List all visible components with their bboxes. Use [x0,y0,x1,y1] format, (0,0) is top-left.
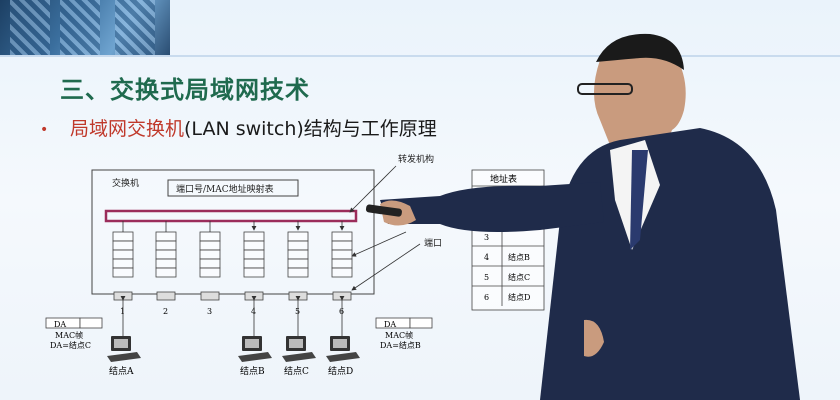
switch-box [91,169,375,295]
queue-4 [243,221,265,301]
address-port: 5 [484,273,489,282]
port-box [288,291,308,301]
node-computer-icon: 结点D [326,296,360,377]
port-queues [112,221,353,301]
port-box [332,291,352,301]
frame-left-da: DA [54,320,66,329]
queue-5 [287,221,309,301]
address-table-row: 5 结点C [472,265,544,286]
frame-right-mac: MAC帧 [385,330,413,340]
bullet-highlight: 局域网交换机 [70,118,185,140]
frame-left-dest: DA=结点C [50,340,91,350]
port-number: 6 [339,307,344,316]
address-port: 6 [484,293,489,302]
map-table-box [167,179,299,197]
address-node: 结点C [508,272,530,282]
port-number: 4 [251,307,256,316]
slide-title: 三、交换式局域网技术 [60,76,310,104]
port-number: 2 [163,307,168,316]
port-box [156,291,176,301]
forwarding-label: 转发机构 [398,153,434,165]
port-numbers: 1 2 3 4 5 6 [120,307,344,316]
address-node: 结点D [508,292,530,302]
header-divider [0,55,840,57]
bullet-icon: • [40,122,49,138]
frame-right-dest: DA=结点B [380,340,421,350]
node-label: 结点C [284,365,309,377]
header-banner-image [0,0,170,55]
address-port: 4 [484,253,489,262]
address-node: 结点B [508,252,530,262]
forwarding-bar [104,209,358,223]
address-table-row: 4 结点B [472,245,544,266]
map-table-label: 端口号/MAC地址映射表 [176,183,274,195]
port-box [244,291,264,301]
frame-left-mac: MAC帧 [55,330,83,340]
port-number: 1 [120,307,125,316]
queue-2 [155,221,177,301]
node-computer-icon: 结点A [107,296,141,377]
frame-right-da: DA [384,320,396,329]
port-box [113,291,133,301]
node-computers: 结点A 结点B 结点C 结点D [107,296,360,377]
port-label: 端口 [424,237,442,249]
port-number: 5 [295,307,300,316]
node-label: 结点B [240,365,265,377]
pointer-remote-icon [365,204,402,217]
address-table-header: 地址表 [490,173,517,185]
node-computer-icon: 结点B [238,296,272,377]
port-number: 3 [207,307,212,316]
queue-6 [331,221,353,301]
bullet-rest: (LAN switch)结构与工作原理 [184,118,437,140]
presenter-jacket [540,128,800,400]
node-label: 结点A [109,365,134,377]
queue-3 [199,221,221,301]
node-label: 结点D [328,365,353,377]
address-port: 3 [484,233,489,242]
presenter-figure [365,33,800,400]
port-box [200,291,220,301]
switch-label: 交换机 [112,177,139,189]
queue-1 [112,221,134,301]
address-table-row: 6 结点D [472,285,544,306]
node-computer-icon: 结点C [282,296,316,377]
slide-bullet: 局域网交换机(LAN switch)结构与工作原理 [70,114,437,141]
